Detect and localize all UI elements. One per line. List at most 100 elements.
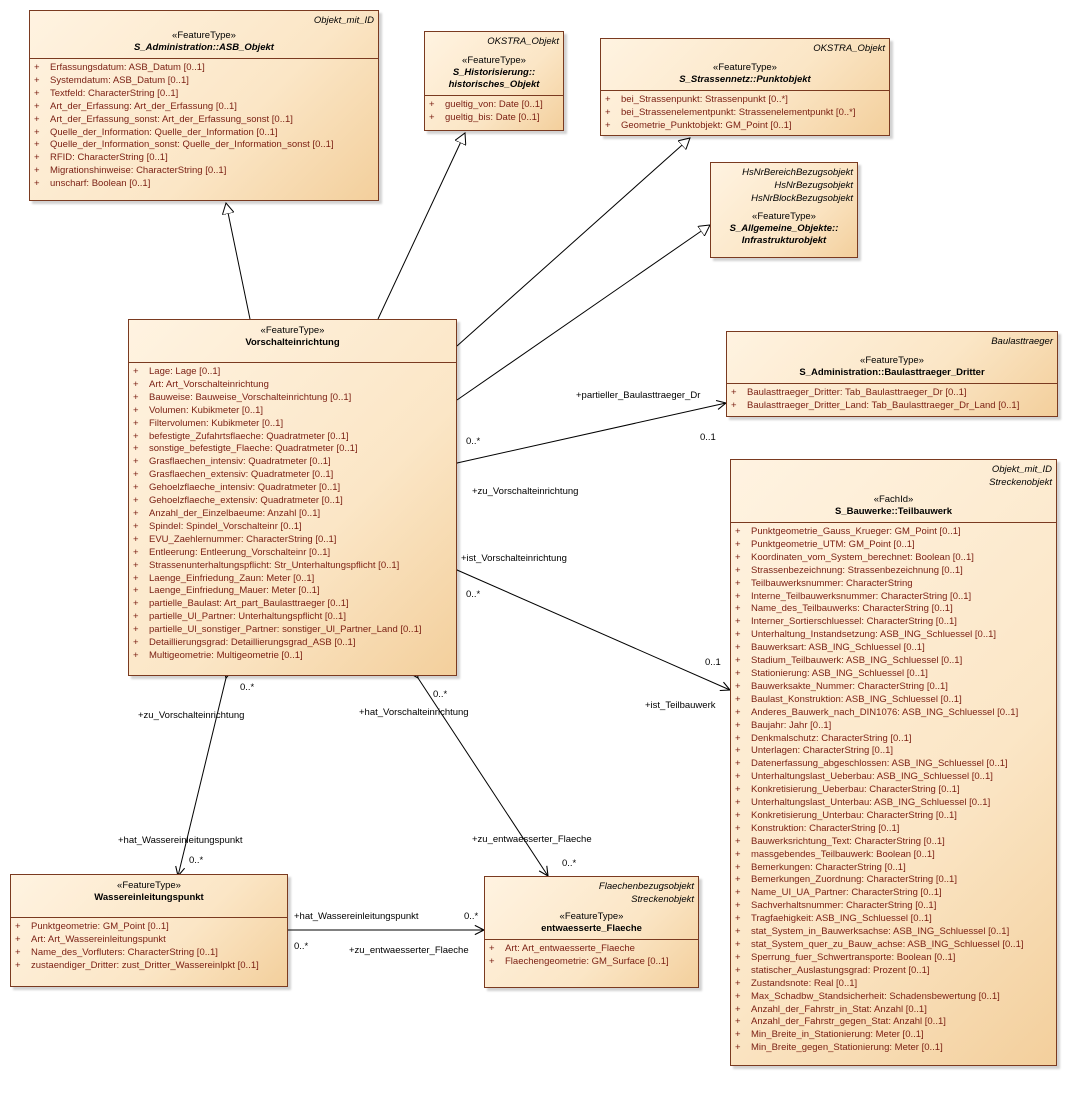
visibility-marker: + — [34, 178, 40, 190]
multiplicity-label: 0..* — [562, 858, 577, 869]
attribute: +Unterhaltung_Instandsetzung: ASB_ING_Sc… — [735, 629, 1052, 642]
attribute: +Anderes_Bauwerk_nach_DIN1076: ASB_ING_S… — [735, 707, 1052, 720]
role-label: +zu_entwaesserter_Flaeche — [349, 945, 469, 956]
attribute-text: Punktgeometrie_UTM: GM_Point [0..1] — [751, 538, 915, 550]
visibility-marker: + — [34, 74, 40, 86]
visibility-marker: + — [133, 495, 139, 507]
visibility-marker: + — [15, 921, 21, 932]
attribute: +Geometrie_Punktobjekt: GM_Point [0..1] — [605, 120, 885, 133]
attribute: +Art: Art_entwaesserte_Flaeche — [489, 943, 694, 956]
visibility-marker: + — [133, 456, 139, 468]
attribute-text: Stationierung: ASB_ING_Schluessel [0..1] — [751, 667, 928, 679]
attribute-list: +Punktgeometrie: GM_Point [0..1]+Art: Ar… — [11, 917, 287, 976]
attribute-text: Strassenunterhaltungspflicht: Str_Unterh… — [149, 559, 400, 571]
attribute: +Art: Art_Wassereinleitungspunkt — [15, 934, 283, 947]
stereotype: «FeatureType» — [713, 62, 777, 73]
attribute: +gueltig_von: Date [0..1] — [429, 99, 559, 112]
tagged-values: OKSTRA_Objekt — [605, 42, 885, 55]
attribute-text: bei_Strassenelementpunkt: Strassenelemen… — [621, 106, 856, 118]
attribute-list: +bei_Strassenpunkt: Strassenpunkt [0..*]… — [601, 90, 889, 136]
attribute: +Bauwerksakte_Nummer: CharacterString [0… — [735, 681, 1052, 694]
attribute-text: Punktgeometrie_Gauss_Krueger: GM_Point [… — [751, 526, 961, 537]
attribute-text: Konstruktion: CharacterString [0..1] — [751, 822, 900, 834]
visibility-marker: + — [133, 378, 139, 390]
class-baulasttraeger-dritter[interactable]: Baulasttraeger «FeatureType» S_Administr… — [726, 331, 1058, 417]
role-label: +hat_Wassereinleitungspunkt — [118, 835, 243, 846]
visibility-marker: + — [429, 111, 435, 123]
class-name: Vorschalteinrichtung — [245, 337, 340, 348]
class-asb-objekt[interactable]: Objekt_mit_ID «FeatureType» S_Administra… — [29, 10, 379, 201]
attribute-text: Gehoelzflaeche_intensiv: Quadratmeter [0… — [149, 482, 341, 494]
visibility-marker: + — [735, 939, 741, 950]
attribute-text: Volumen: Kubikmeter [0..1] — [149, 404, 264, 416]
attribute-text: Anzahl_der_Fahrstr_gegen_Stat: Anzahl [0… — [751, 1016, 946, 1028]
attribute: +Max_Schadbw_Standsicherheit: Schadensbe… — [735, 991, 1052, 1004]
attribute: +stat_System_in_Bauwerksachse: ASB_ING_S… — [735, 926, 1052, 939]
attribute-text: Grasflaechen_intensiv: Quadratmeter [0..… — [149, 456, 331, 468]
class-infrastrukturobjekt[interactable]: HsNrBereichBezugsobjekt HsNrBezugsobjekt… — [710, 162, 858, 258]
attribute-text: Bemerkungen_Zuordnung: CharacterString [… — [751, 874, 957, 886]
role-label: +hat_Vorschalteinrichtung — [359, 707, 469, 718]
class-vorschalteinrichtung[interactable]: «FeatureType» Vorschalteinrichtung +Lage… — [128, 319, 457, 676]
stereotype: «FeatureType» — [559, 911, 624, 922]
attribute: +Filtervolumen: Kubikmeter [0..1] — [133, 418, 452, 431]
attribute-text: Sachverhaltsnummer: CharacterString [0..… — [751, 900, 937, 912]
attribute-list: +Erfassungsdatum: ASB_Datum [0..1]+Syste… — [30, 58, 378, 194]
class-entwaesserte-flaeche[interactable]: Flaechenbezugsobjekt Streckenobjekt «Fea… — [484, 876, 699, 988]
attribute: +Bauwerksrichtung_Text: CharacterString … — [735, 836, 1052, 849]
visibility-marker: + — [735, 693, 741, 705]
visibility-marker: + — [731, 387, 737, 398]
attribute-text: Multigeometrie: Multigeometrie [0..1] — [149, 649, 303, 661]
attribute: +Bauwerksart: ASB_ING_Schluessel [0..1] — [735, 642, 1052, 655]
attribute-text: Anzahl_der_Einzelbaeume: Anzahl [0..1] — [149, 507, 321, 519]
visibility-marker: + — [489, 943, 495, 954]
attribute: +Quelle_der_Information: Quelle_der_Info… — [34, 127, 374, 140]
attribute-text: Name_des_Teilbauwerks: CharacterString [… — [751, 603, 953, 615]
attribute: +bei_Strassenpunkt: Strassenpunkt [0..*] — [605, 94, 885, 107]
attribute: + Punktgeometrie_Gauss_Krueger: GM_Point … — [735, 526, 1052, 539]
tag: Streckenobjekt — [989, 477, 1052, 488]
attribute: +Min_Breite_in_Stationierung: Meter [0..… — [735, 1029, 1052, 1042]
attribute-text: Konkretisierung_Ueberbau: CharacterStrin… — [751, 784, 960, 796]
visibility-marker: + — [735, 551, 741, 563]
visibility-marker: + — [735, 951, 741, 963]
attribute-text: Strassenbezeichnung: Strassenbezeichnung… — [751, 564, 963, 576]
visibility-marker: + — [735, 861, 741, 873]
attribute: +zustaendiger_Dritter: zust_Dritter_Wass… — [15, 960, 283, 973]
visibility-marker: + — [735, 745, 741, 757]
attribute-text: zustaendiger_Dritter: zust_Dritter_Wasse… — [31, 959, 259, 971]
visibility-marker: + — [133, 533, 139, 545]
attribute-text: Anzahl_der_Fahrstr_in_Stat: Anzahl [0..1… — [751, 1003, 927, 1015]
visibility-marker: + — [133, 507, 139, 519]
attribute: +Anzahl_der_Fahrstr_gegen_Stat: Anzahl [… — [735, 1016, 1052, 1029]
class-wassereinleitungspunkt[interactable]: «FeatureType» Wassereinleitungspunkt +Pu… — [10, 874, 288, 987]
attribute-text: Baulasttraeger_Dritter_Land: Tab_Baulast… — [747, 399, 1020, 411]
visibility-marker: + — [735, 1003, 741, 1015]
attribute-text: Gehoelzflaeche_extensiv: Quadratmeter [0… — [149, 495, 343, 507]
attribute-text: Interne_Teilbauwerksnummer: CharacterStr… — [751, 590, 972, 602]
visibility-marker: + — [735, 667, 741, 679]
attribute: +Interner_Sortierschluessel: CharacterSt… — [735, 616, 1052, 629]
attribute: +Migrationshinweise: CharacterString [0.… — [34, 165, 374, 178]
visibility-marker: + — [735, 758, 741, 770]
visibility-marker: + — [735, 926, 741, 938]
visibility-marker: + — [735, 977, 741, 989]
visibility-marker: + — [735, 526, 741, 537]
visibility-marker: + — [133, 598, 139, 610]
role-label: +ist_Vorschalteinrichtung — [461, 553, 567, 564]
attribute-text: Min_Breite_in_Stationierung: Meter [0..1… — [751, 1029, 924, 1041]
visibility-marker: + — [735, 629, 741, 641]
visibility-marker: + — [133, 417, 139, 429]
attribute: +Konstruktion: CharacterString [0..1] — [735, 823, 1052, 836]
visibility-marker: + — [133, 482, 139, 494]
class-punktobjekt[interactable]: OKSTRA_Objekt «FeatureType» S_Strassenne… — [600, 38, 890, 136]
tagged-values: Objekt_mit_ID Streckenobjekt — [735, 463, 1052, 489]
attribute: +Sachverhaltsnummer: CharacterString [0.… — [735, 900, 1052, 913]
attribute: +sonstige_befestigte_Flaeche: Quadratmet… — [133, 443, 452, 456]
class-teilbauwerk[interactable]: Objekt_mit_ID Streckenobjekt «FachId» S_… — [730, 459, 1057, 1066]
visibility-marker: + — [133, 366, 139, 377]
class-historisches-objekt[interactable]: OKSTRA_Objekt «FeatureType» S_Historisie… — [424, 31, 564, 131]
attribute: +Strassenunterhaltungspflicht: Str_Unter… — [133, 560, 452, 573]
attribute-text: Denkmalschutz: CharacterString [0..1] — [751, 732, 912, 744]
attribute-text: Art: Art_Vorschalteinrichtung — [149, 378, 269, 390]
